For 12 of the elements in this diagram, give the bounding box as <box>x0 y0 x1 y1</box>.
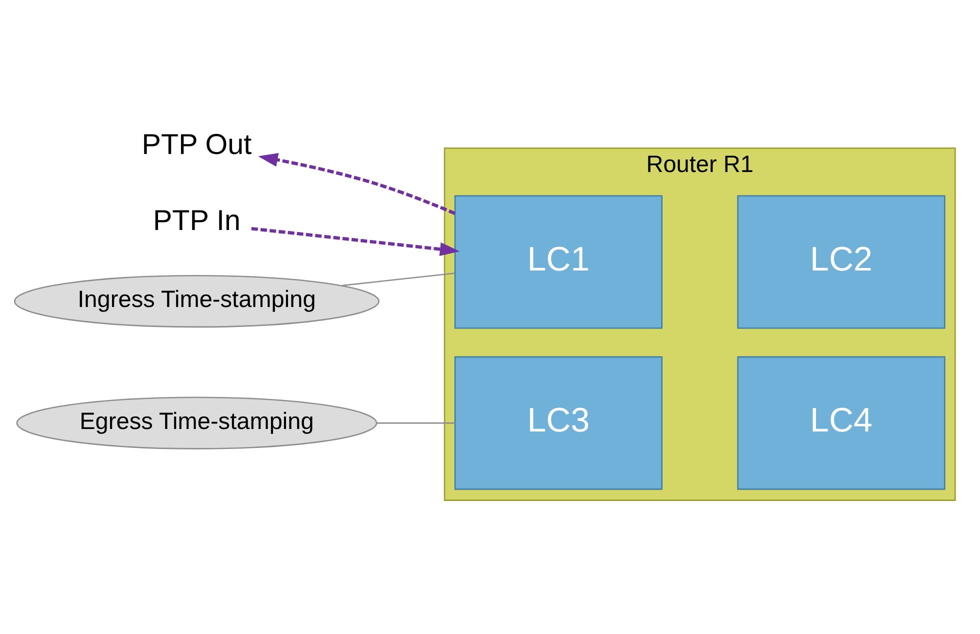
node-ellipse: Egress Time-stamping <box>16 396 378 450</box>
node-box: LC2 <box>737 195 946 329</box>
node-box: LC4 <box>737 356 946 490</box>
node-text: PTP Out <box>142 129 252 162</box>
connector <box>342 272 455 286</box>
node-box: LC1 <box>454 195 663 329</box>
node-text: PTP In <box>152 205 240 238</box>
arrow <box>258 153 456 215</box>
arrow <box>251 226 460 256</box>
node-ellipse: Ingress Time-stamping <box>14 274 380 328</box>
connector <box>376 422 456 424</box>
node-box: LC3 <box>454 356 663 490</box>
